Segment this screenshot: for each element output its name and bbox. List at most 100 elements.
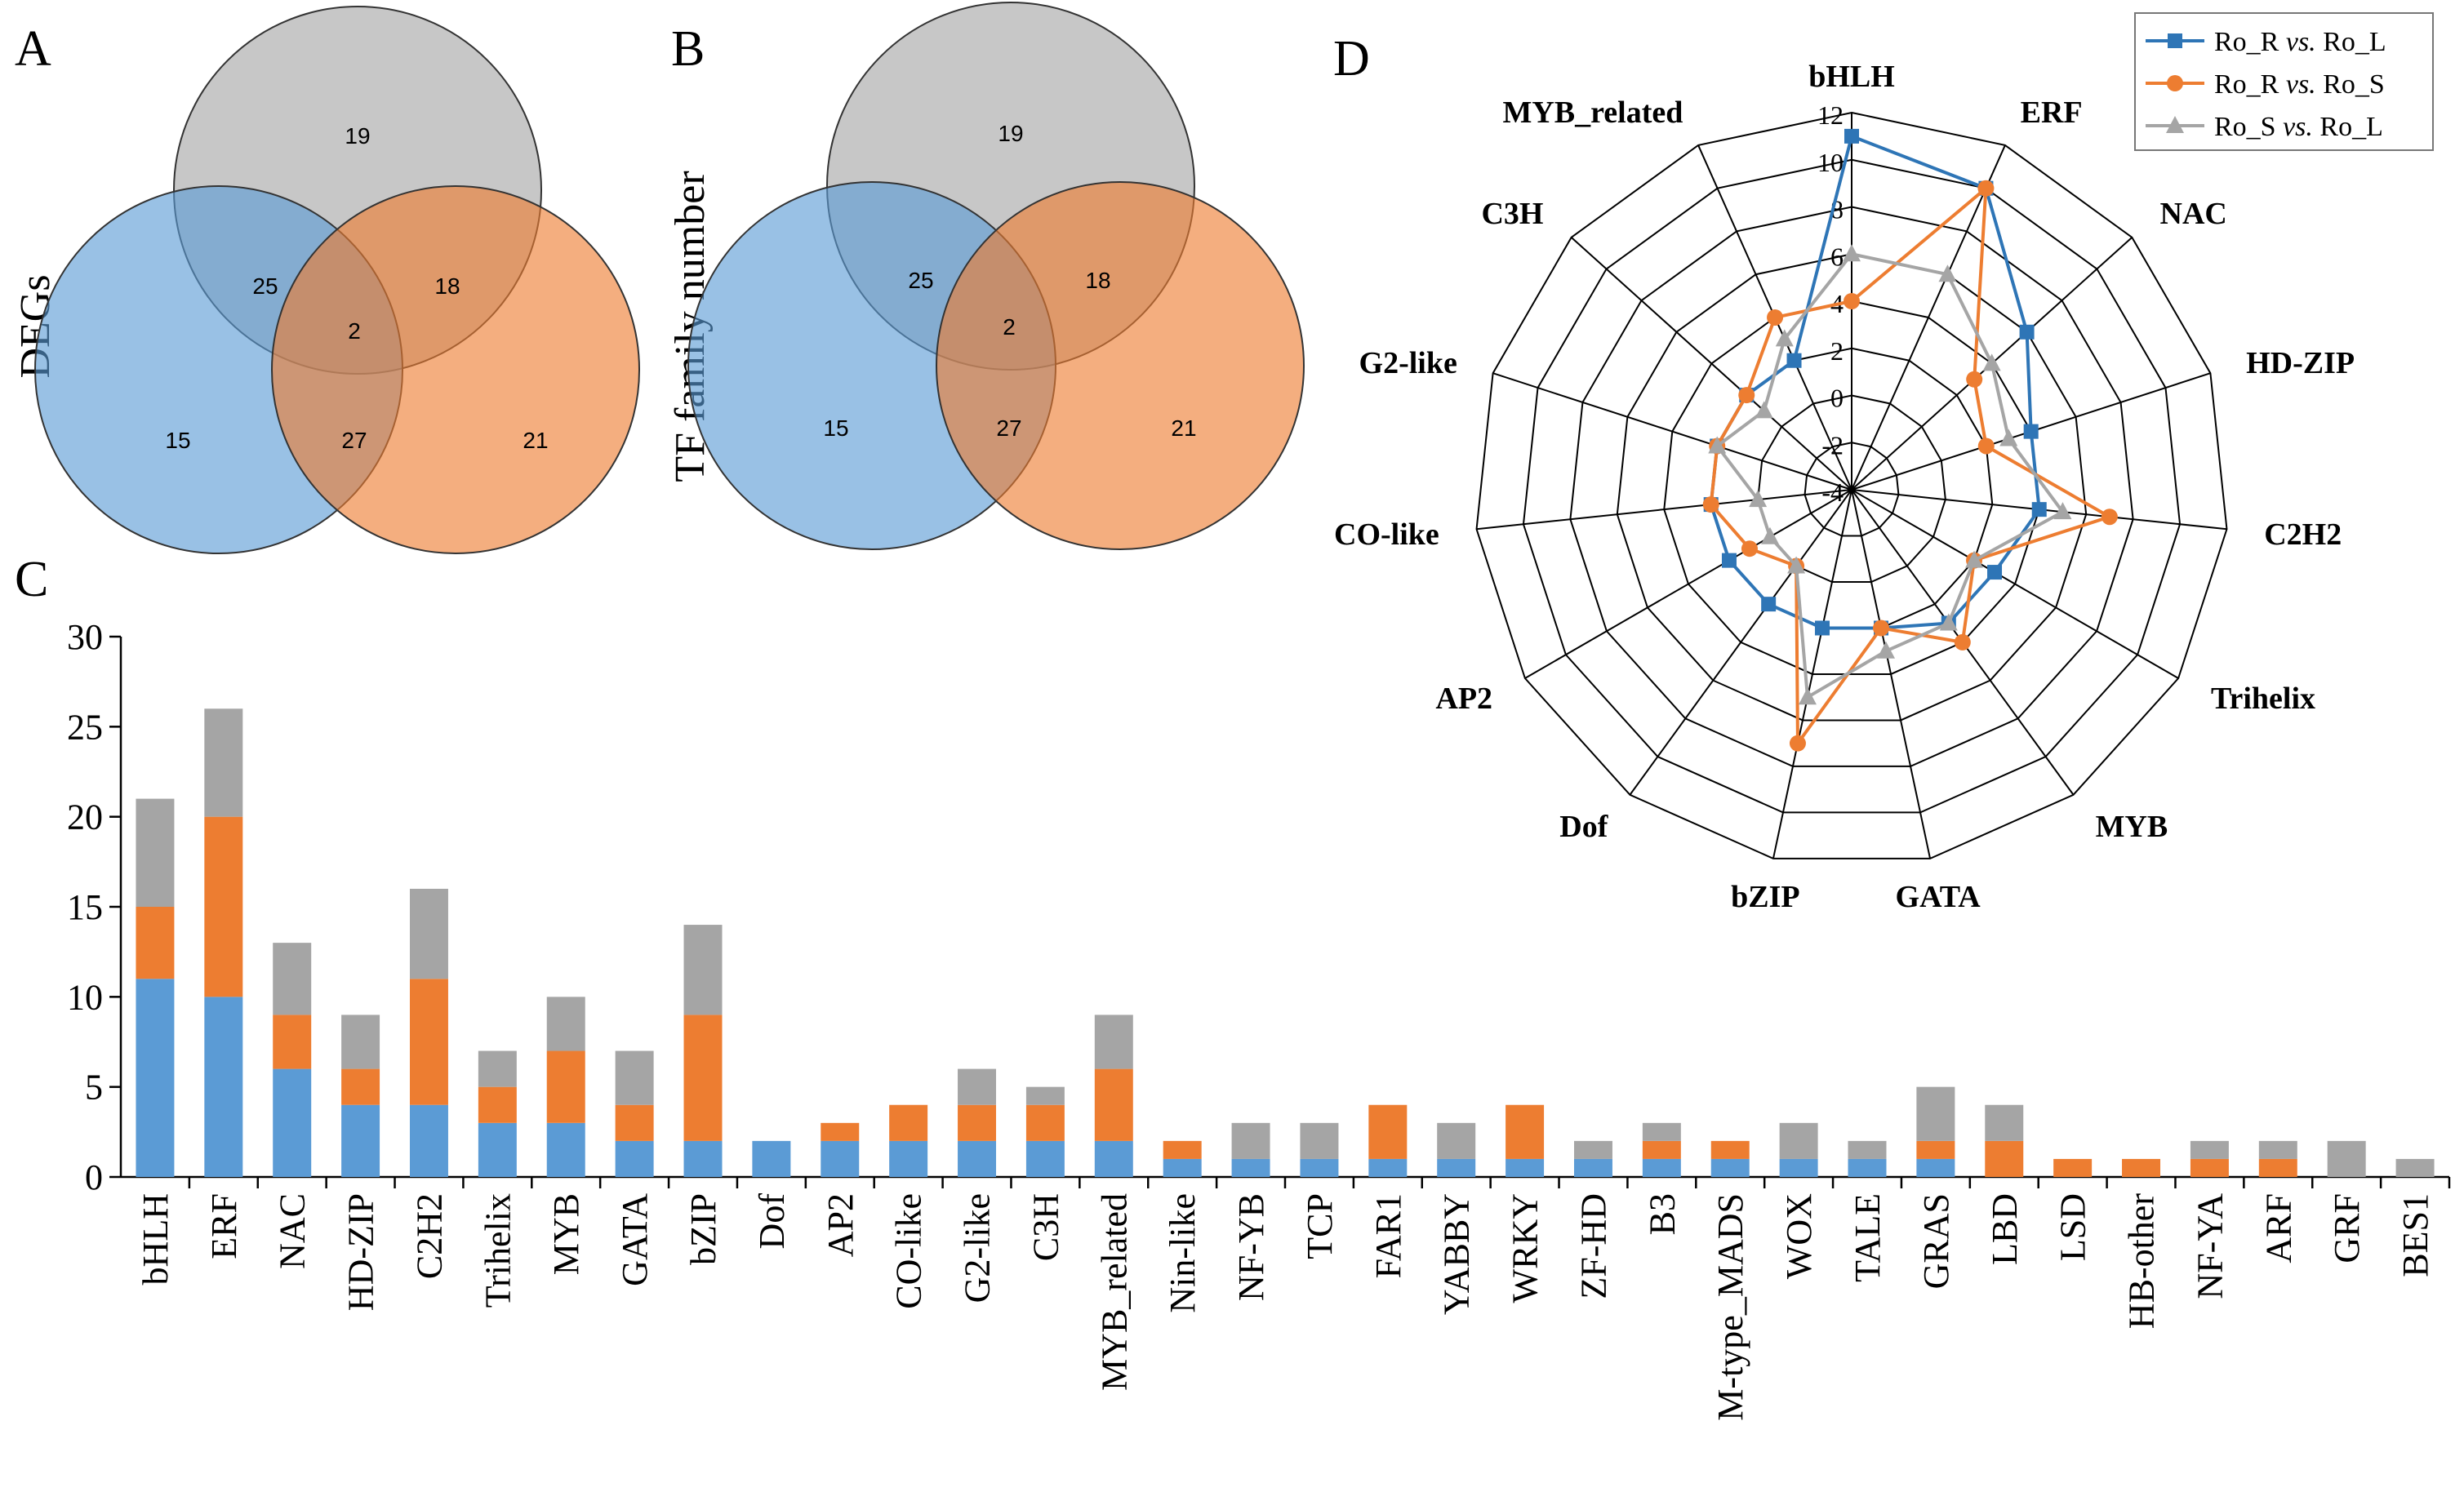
bar-x-tick-label-bes1: BES1 bbox=[2395, 1193, 2435, 1277]
radar-spoke bbox=[1570, 237, 1852, 491]
bar-x-tick-label-c3h: C3H bbox=[1025, 1193, 1065, 1261]
radar-point-ro-r-vs-ro-s-myb-related bbox=[1767, 309, 1784, 326]
radar-grid-ring-6 bbox=[1569, 206, 2134, 767]
panel-label-a: A bbox=[15, 21, 51, 77]
radar-point-ro-r-vs-ro-l-c2h2 bbox=[2031, 502, 2047, 517]
bar-x-tick-label-wrky: WRKY bbox=[1506, 1193, 1546, 1303]
bar-arf-segment-2 bbox=[2258, 1158, 2297, 1177]
bar-far1-segment-1 bbox=[1368, 1158, 1408, 1177]
bar-x-tick-label-dof: Dof bbox=[752, 1193, 792, 1250]
bar-x-tick-label-zf-hd: ZF-HD bbox=[1573, 1193, 1613, 1299]
bar-gras-segment-2 bbox=[1916, 1140, 1955, 1159]
legend-label-part: Ro_S bbox=[2316, 69, 2385, 100]
radar-axis-label-bhlh: bHLH bbox=[1808, 60, 1895, 94]
venn-a-region-gray-blue: 25 bbox=[252, 273, 278, 299]
radar-tick-label: 6 bbox=[1830, 242, 1844, 271]
bar-g2-like-segment-3 bbox=[958, 1068, 997, 1105]
radar-point-ro-s-vs-ro-l-trihelix bbox=[1965, 550, 1984, 568]
bar-bhlh-segment-3 bbox=[136, 798, 175, 907]
bar-bhlh-segment-1 bbox=[136, 979, 175, 1177]
radar-point-ro-s-vs-ro-l-myb bbox=[1939, 613, 1958, 631]
bar-x-tick-label-yabby: YABBY bbox=[1437, 1193, 1477, 1315]
radar-point-ro-r-vs-ro-s-nac bbox=[1966, 371, 1983, 388]
bar-x-tick-label-far1: FAR1 bbox=[1368, 1193, 1408, 1278]
legend-label-vs: vs. bbox=[2286, 69, 2316, 100]
panel-label-c: C bbox=[15, 552, 48, 607]
bar-b3-segment-2 bbox=[1642, 1140, 1681, 1159]
venn-a-region-blue-orange: 27 bbox=[341, 428, 367, 453]
venn-diagram-degs: DEGs 19 25 18 2 15 27 21 bbox=[12, 6, 640, 554]
bar-nf-ya-segment-2 bbox=[2190, 1158, 2229, 1177]
venn-a-orange-circle bbox=[271, 185, 640, 554]
radar-point-ro-r-vs-ro-l-myb-related bbox=[1786, 353, 1802, 368]
bar-x-tick-label-m-type-mads: M-type_MADS bbox=[1710, 1193, 1750, 1421]
bar-bhlh-segment-2 bbox=[136, 907, 175, 979]
bar-grf-segment-3 bbox=[2327, 1140, 2366, 1177]
bar-nf-yb-segment-1 bbox=[1231, 1158, 1270, 1177]
bar-myb-related-segment-1 bbox=[1094, 1140, 1133, 1177]
radar-point-ro-r-vs-ro-l-trihelix bbox=[1987, 565, 2003, 580]
bar-b3-segment-1 bbox=[1642, 1158, 1681, 1177]
bar-myb-segment-3 bbox=[546, 997, 585, 1051]
bar-wrky-segment-2 bbox=[1506, 1104, 1545, 1159]
bar-co-like-segment-2 bbox=[889, 1104, 928, 1141]
radar-line-ro-s-vs-ro-l bbox=[1715, 252, 2065, 699]
radar-point-ro-s-vs-ro-l-nac bbox=[1982, 353, 2001, 371]
bar-hd-zip-segment-3 bbox=[341, 1015, 380, 1069]
radar-point-ro-s-vs-ro-l-erf bbox=[1938, 264, 1957, 282]
bar-x-tick-label-nf-yb: NF-YB bbox=[1231, 1193, 1271, 1301]
bar-zf-hd-segment-3 bbox=[1573, 1140, 1612, 1159]
radar-point-ro-r-vs-ro-s-gata bbox=[1873, 619, 1890, 637]
bar-g2-like-segment-2 bbox=[958, 1104, 997, 1141]
bar-nac-segment-1 bbox=[273, 1068, 312, 1177]
legend-label-part: Ro_R bbox=[2214, 27, 2286, 57]
radar-point-ro-r-vs-ro-s-ap2 bbox=[1741, 540, 1758, 557]
bar-c3h-segment-1 bbox=[1025, 1140, 1065, 1177]
venn-b-region-blue: 15 bbox=[823, 415, 848, 441]
bar-m-type-mads-segment-1 bbox=[1710, 1158, 1750, 1177]
radar-grid-ring-8 bbox=[1475, 111, 2228, 859]
bar-dof-segment-1 bbox=[752, 1140, 791, 1177]
radar-legend: Ro_R vs. Ro_LRo_R vs. Ro_SRo_S vs. Ro_L bbox=[2134, 12, 2434, 151]
bar-lbd-segment-3 bbox=[1985, 1104, 2024, 1141]
bar-bzip-segment-3 bbox=[683, 925, 723, 1015]
bar-x-tick-label-c2h2: C2H2 bbox=[409, 1193, 449, 1279]
radar-grid-ring-2 bbox=[1757, 394, 1946, 583]
radar-point-ro-r-vs-ro-l-ap2 bbox=[1721, 553, 1737, 568]
bar-x-tick-label-myb: MYB bbox=[546, 1193, 586, 1275]
radar-point-ro-r-vs-ro-l-bhlh bbox=[1844, 128, 1859, 144]
bar-gata-segment-1 bbox=[615, 1140, 654, 1177]
bar-x-tick-label-g2-like: G2-like bbox=[958, 1193, 998, 1303]
bar-nf-yb-segment-3 bbox=[1231, 1122, 1270, 1159]
bar-x-tick-label-tale: TALE bbox=[1848, 1193, 1888, 1282]
bar-x-tick-label-gras: GRAS bbox=[1916, 1193, 1956, 1289]
radar-tick-label: 0 bbox=[1830, 384, 1844, 413]
radar-grid-ring-4 bbox=[1663, 300, 2040, 675]
bar-ap2-segment-2 bbox=[821, 1122, 860, 1141]
bar-x-tick-label-grf: GRF bbox=[2327, 1193, 2367, 1263]
bar-tcp-segment-3 bbox=[1300, 1122, 1339, 1159]
bar-myb-segment-1 bbox=[546, 1122, 585, 1177]
radar-point-ro-r-vs-ro-s-co-like bbox=[1702, 496, 1719, 513]
radar-point-ro-s-vs-ro-l-ap2 bbox=[1760, 526, 1779, 544]
radar-axis-label-dof: Dof bbox=[1559, 810, 1608, 844]
bar-c2h2-segment-3 bbox=[409, 888, 448, 979]
radar-axis-label-nac: NAC bbox=[2160, 197, 2227, 231]
legend-label-ro-s-vs-ro-l: Ro_S vs. Ro_L bbox=[2214, 112, 2383, 142]
bar-x-tick-label-ap2: AP2 bbox=[821, 1193, 861, 1257]
radar-axis-label-co-like: CO-like bbox=[1334, 517, 1439, 552]
radar-tick-label: 2 bbox=[1830, 336, 1844, 366]
radar-spoke bbox=[1772, 489, 1852, 859]
bar-c2h2-segment-2 bbox=[409, 979, 448, 1105]
radar-point-ro-r-vs-ro-s-myb bbox=[1954, 633, 1971, 651]
bar-hb-other-segment-2 bbox=[2122, 1158, 2161, 1177]
bar-nac-segment-3 bbox=[273, 943, 312, 1015]
bar-yabby-segment-1 bbox=[1437, 1158, 1476, 1177]
radar-point-ro-s-vs-ro-l-gata bbox=[1877, 641, 1896, 659]
bar-bes1-segment-3 bbox=[2395, 1158, 2435, 1177]
legend-label-part: Ro_L bbox=[2316, 27, 2386, 57]
bar-gata-segment-3 bbox=[615, 1050, 654, 1105]
bar-arf-segment-3 bbox=[2258, 1140, 2297, 1159]
bar-gata-segment-2 bbox=[615, 1104, 654, 1141]
